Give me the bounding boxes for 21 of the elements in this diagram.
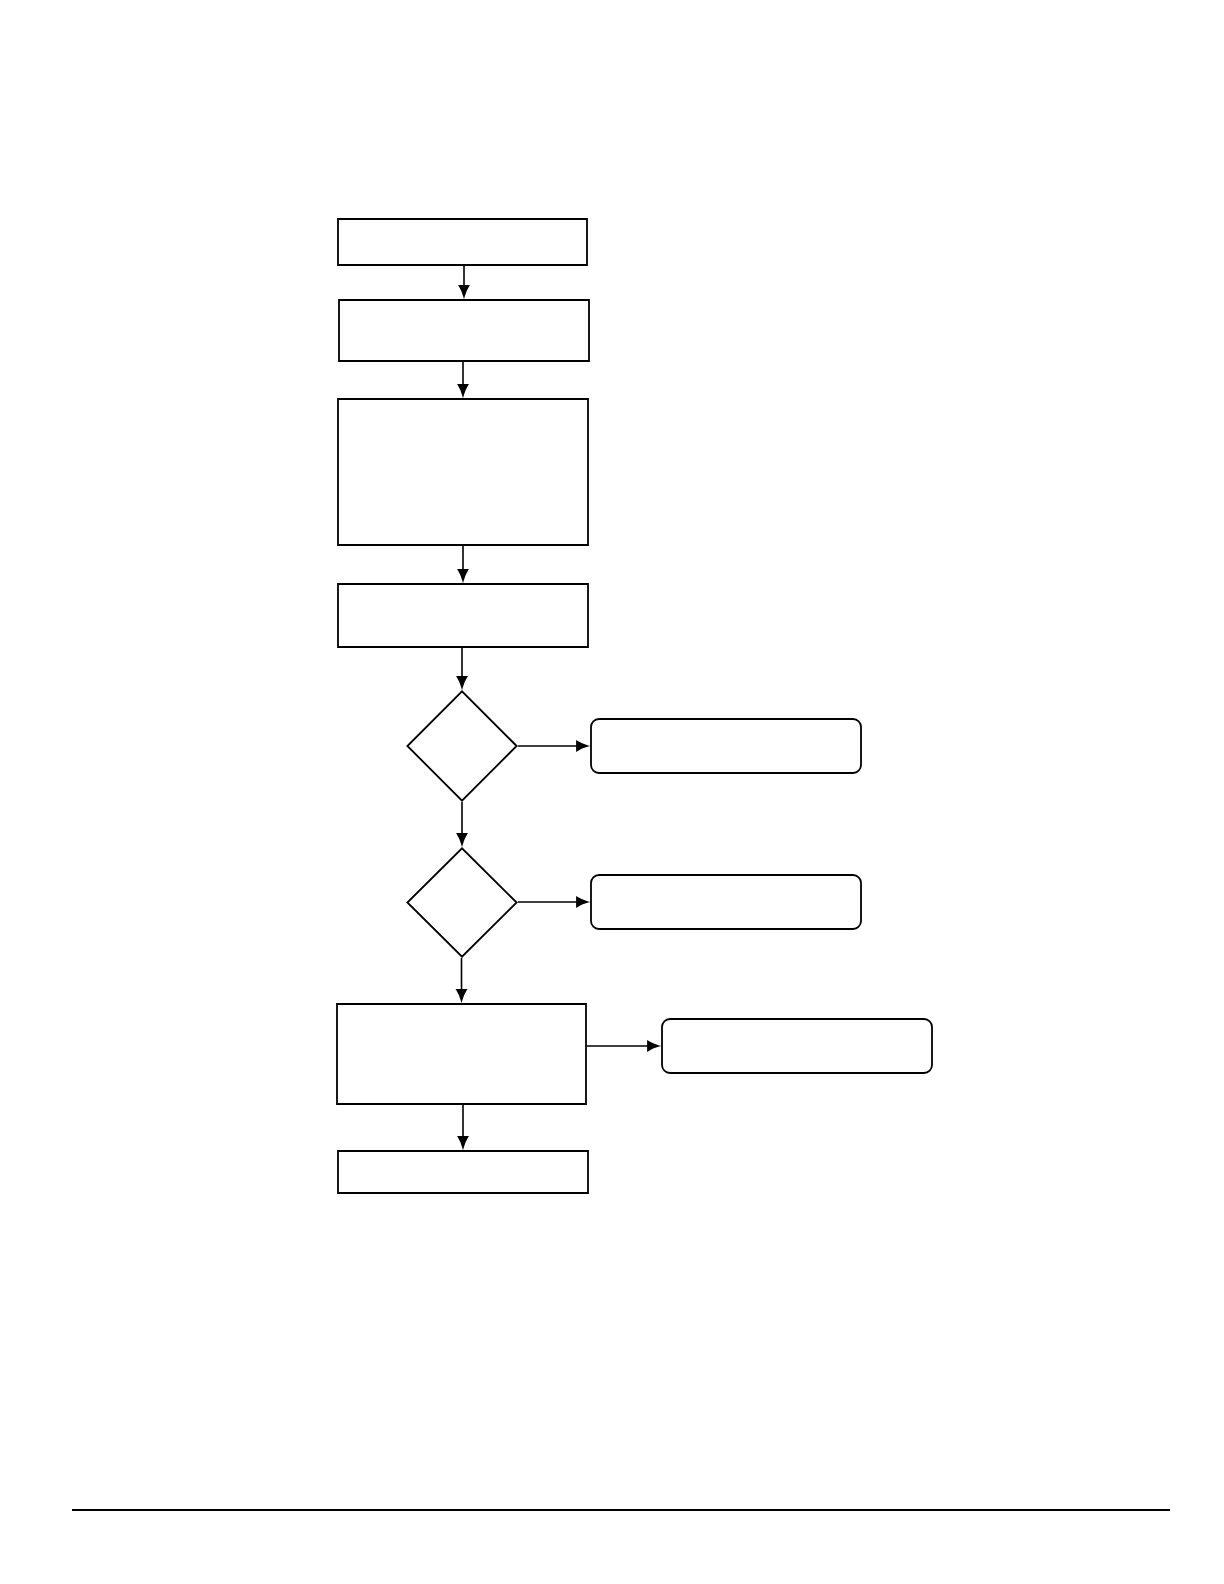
arrow (456, 957, 467, 1001)
process-box (337, 583, 589, 648)
arrow (586, 1040, 659, 1052)
arrow (456, 801, 468, 845)
decision-diamond (406, 690, 518, 802)
decision-diamond (406, 847, 518, 958)
arrow (458, 265, 470, 297)
arrow (517, 740, 588, 752)
process-box (337, 398, 589, 546)
process-box (590, 718, 862, 774)
process-box (338, 299, 590, 362)
arrow (457, 545, 469, 581)
arrow (457, 361, 469, 396)
arrow (457, 1104, 469, 1148)
process-box (661, 1018, 933, 1074)
process-box (337, 218, 588, 266)
arrow (456, 647, 468, 688)
process-box (337, 1150, 589, 1194)
arrow (517, 896, 588, 908)
process-box (336, 1003, 587, 1105)
process-box (590, 874, 862, 930)
